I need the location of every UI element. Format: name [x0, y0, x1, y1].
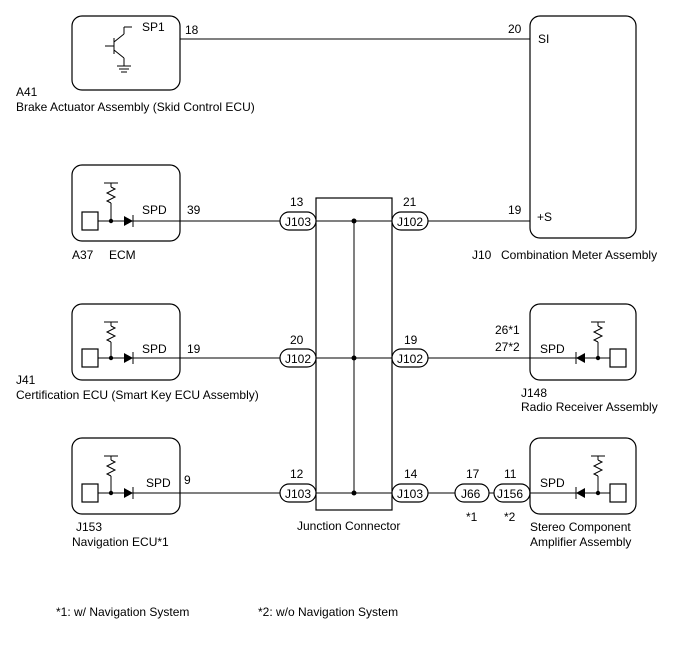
connector-left-mid: J102 [279, 348, 317, 368]
radio-pin-b: 27*2 [495, 340, 520, 354]
meter-code: J10 [472, 248, 492, 262]
connector-right-bot: J103 [391, 483, 429, 503]
meter-name: Combination Meter Assembly [501, 248, 657, 262]
connector-j156-label: J156 [497, 487, 523, 501]
j156-note: *2 [504, 510, 516, 524]
left-top-pin: 13 [290, 195, 304, 209]
radio-code: J148 [521, 386, 547, 400]
meter-s-label: +S [537, 210, 552, 224]
navigation-ecu: SPD J153 Navigation ECU*1 [71, 437, 181, 549]
combination-meter-assembly: SI +S J10 Combination Meter Assembly [472, 15, 657, 262]
connector-left-mid-label: J102 [285, 352, 311, 366]
ecm: SPD A37 ECM [71, 164, 181, 262]
cert-name: Certification ECU (Smart Key ECU Assembl… [16, 388, 259, 402]
pullup-resistor-icon [104, 182, 118, 221]
diode-icon [124, 352, 134, 364]
brake-code: A41 [16, 85, 38, 99]
brake-actuator-assembly: SP1 A41 Brake Actuator Assembly (Skid Co… [16, 15, 255, 114]
radio-terminal-label: SPD [540, 342, 565, 356]
j66-pin: 17 [466, 467, 480, 481]
cert-pin: 19 [187, 342, 201, 356]
pullup-resistor-icon [591, 455, 605, 493]
amp-name-line2: Amplifier Assembly [530, 535, 631, 549]
left-mid-pin: 20 [290, 333, 304, 347]
amp-terminal-label: SPD [540, 476, 565, 490]
brake-terminal-label: SP1 [142, 20, 165, 34]
meter-s-pin: 19 [508, 203, 522, 217]
connector-right-bot-label: J103 [397, 487, 423, 501]
cert-terminal-label: SPD [142, 342, 167, 356]
radio-receiver-assembly: SPD J148 Radio Receiver Assembly [521, 303, 658, 414]
diode-icon [124, 487, 134, 499]
junction-name: Junction Connector [297, 519, 400, 533]
footnote-2: *2: w/o Navigation System [258, 605, 398, 619]
cert-code: J41 [16, 373, 36, 387]
connector-right-top: J102 [391, 211, 429, 231]
connector-right-top-label: J102 [397, 215, 423, 229]
ecm-terminal-label: SPD [142, 203, 167, 217]
connector-left-top-label: J103 [285, 215, 311, 229]
pullup-resistor-icon [591, 321, 605, 358]
nav-terminal-label: SPD [146, 476, 171, 490]
pullup-resistor-icon [104, 455, 118, 493]
connector-j156: J156 [493, 483, 531, 503]
connector-left-bot-label: J103 [285, 487, 311, 501]
certification-ecu: SPD J41 Certification ECU (Smart Key ECU… [16, 303, 259, 402]
connector-right-mid: J102 [391, 348, 429, 368]
nav-name: Navigation ECU*1 [72, 535, 169, 549]
footnote-1: *1: w/ Navigation System [56, 605, 189, 619]
radio-name: Radio Receiver Assembly [521, 400, 658, 414]
connector-left-top: J103 [279, 211, 317, 231]
connector-left-bot: J103 [279, 483, 317, 503]
j156-pin: 11 [504, 467, 517, 481]
meter-si-pin: 20 [508, 22, 522, 36]
pullup-resistor-icon [104, 321, 118, 358]
right-top-pin: 21 [403, 195, 417, 209]
connector-right-mid-label: J102 [397, 352, 423, 366]
transistor-icon [105, 26, 132, 73]
brake-name: Brake Actuator Assembly (Skid Control EC… [16, 100, 255, 114]
right-bot-pin: 14 [404, 467, 418, 481]
connector-j66: J66 [454, 483, 490, 503]
meter-si-label: SI [538, 32, 549, 46]
nav-pin: 9 [184, 473, 191, 487]
right-mid-pin: 19 [404, 333, 418, 347]
diode-icon [124, 215, 134, 227]
connector-j66-label: J66 [461, 487, 481, 501]
stereo-amplifier-assembly: SPD Stereo Component Amplifier Assembly [529, 437, 637, 549]
ecm-name: ECM [109, 248, 136, 262]
radio-pin-a: 26*1 [495, 323, 520, 337]
brake-pin: 18 [185, 23, 199, 37]
j66-note: *1 [466, 510, 478, 524]
diode-icon [575, 487, 585, 499]
ecm-code: A37 [72, 248, 94, 262]
nav-code: J153 [76, 520, 102, 534]
amp-name-line1: Stereo Component [530, 520, 631, 534]
ecm-pin: 39 [187, 203, 201, 217]
diode-icon [575, 352, 585, 364]
left-bot-pin: 12 [290, 467, 304, 481]
